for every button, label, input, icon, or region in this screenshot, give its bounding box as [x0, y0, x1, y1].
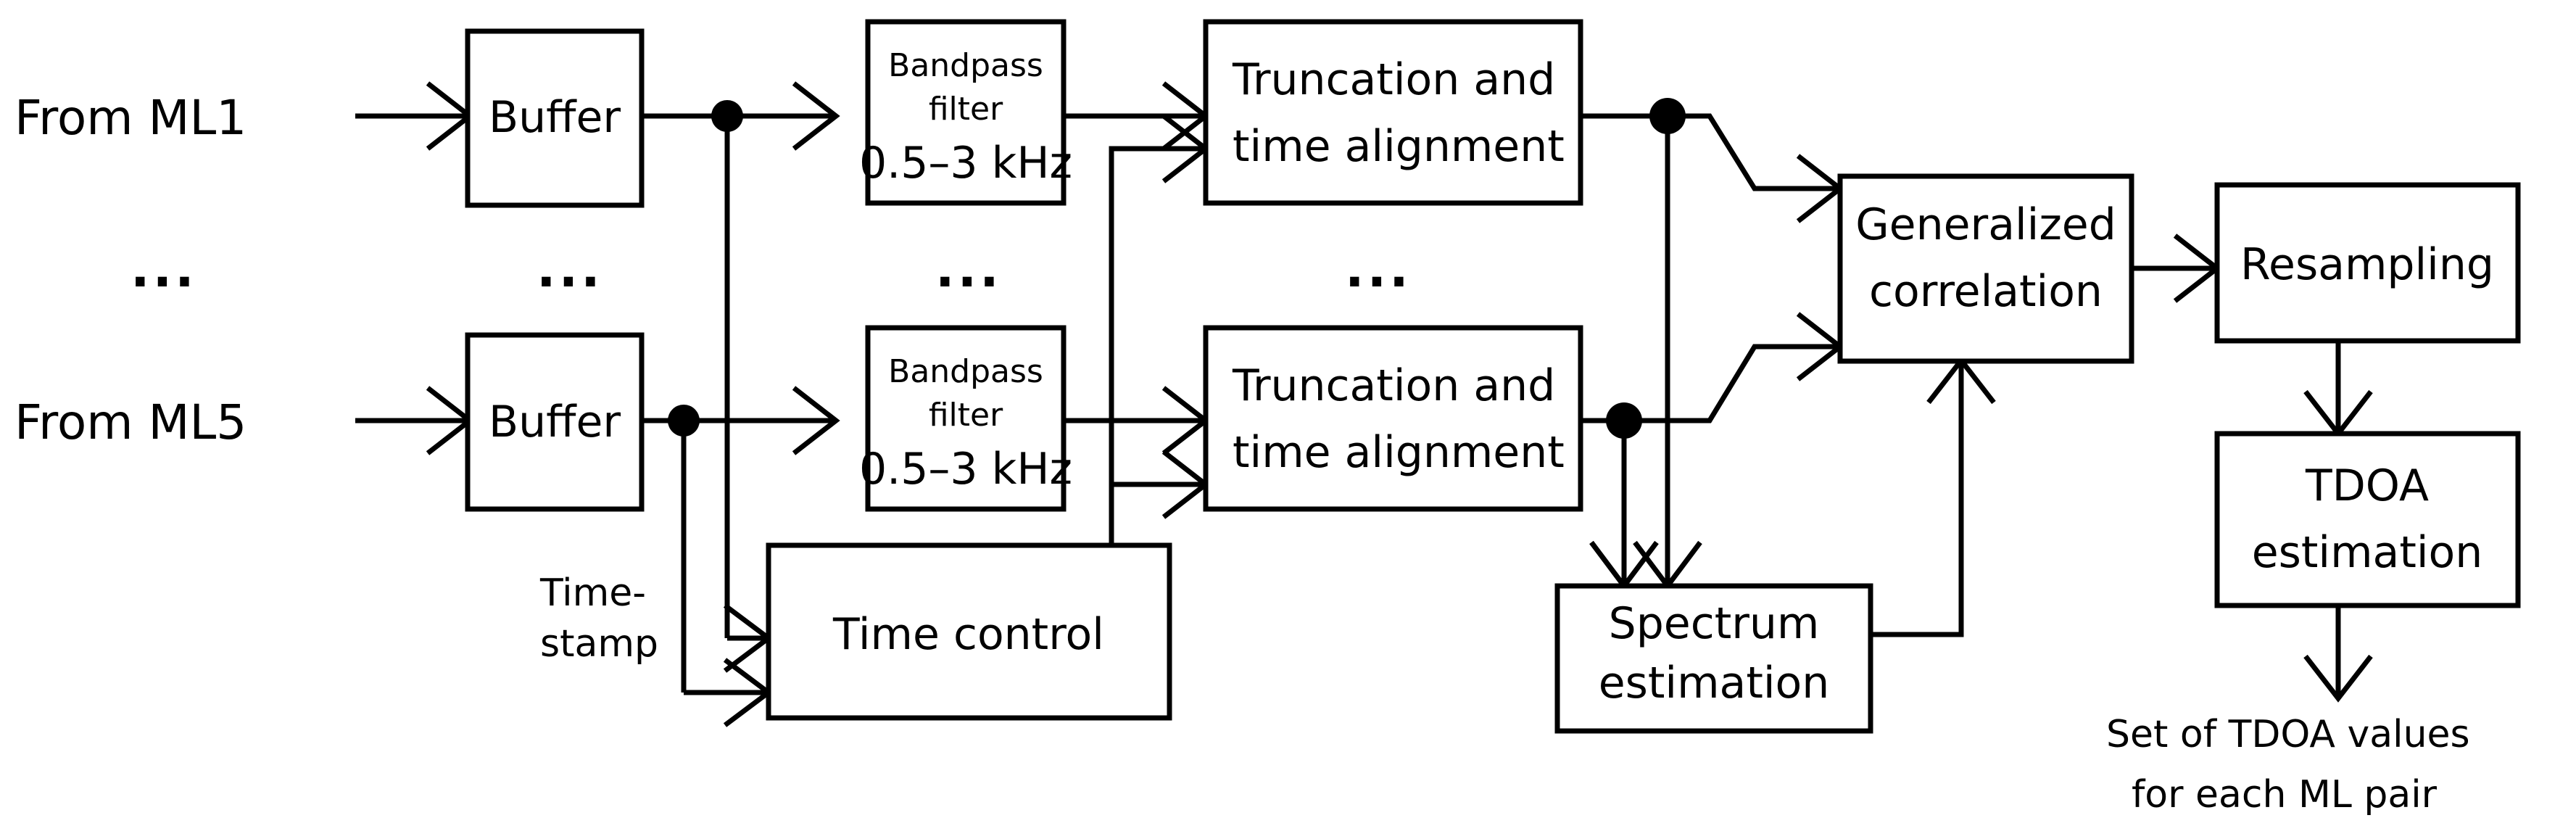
tdoa-line2: estimation [2252, 527, 2483, 578]
block-tdoa-estimation[interactable]: TDOA estimation [2214, 431, 2521, 608]
block-buffer-bottom[interactable]: Buffer [465, 332, 645, 512]
block-bandpass-filter-bottom[interactable]: Bandpass filter 0.5–3 kHz [859, 325, 1072, 512]
input-label-ml5: From ML5 [15, 394, 247, 450]
input-label-ml1: From ML1 [15, 90, 247, 146]
block-time-control[interactable]: Time control [766, 542, 1172, 721]
ellipsis-bandpass: ... [935, 239, 1002, 299]
wire-time-control-to-truncation [1109, 114, 1210, 545]
block-resampling[interactable]: Resampling [2214, 182, 2521, 344]
timestamp-label-line2: stamp [540, 622, 658, 666]
bandpass-bottom-line2: filter [929, 397, 1003, 434]
wire-correlation-to-resampling [2132, 233, 2221, 303]
ellipsis-inputs: ... [131, 239, 197, 299]
bandpass-top-line2: filter [929, 91, 1003, 128]
time-control-label: Time control [832, 609, 1104, 660]
bandpass-bottom-line1: Bandpass [888, 353, 1043, 390]
bandpass-top-line1: Bandpass [888, 47, 1043, 84]
block-truncation-time-alignment-top[interactable]: Truncation and time alignment [1203, 19, 1583, 206]
block-generalized-correlation[interactable]: Generalized correlation [1837, 173, 2134, 364]
ellipsis-truncation: ... [1345, 239, 1412, 299]
wire-ml5-to-buffer [355, 386, 474, 455]
wire-bandpass-top-to-truncation [1064, 81, 1210, 151]
spectrum-line2: estimation [1599, 658, 1830, 708]
block-bandpass-filter-top[interactable]: Bandpass filter 0.5–3 kHz [859, 19, 1072, 206]
spectrum-line1: Spectrum [1609, 598, 1820, 649]
wire-resampling-to-tdoa [2303, 341, 2373, 438]
timestamp-label-line1: Time- [539, 571, 646, 615]
block-truncation-time-alignment-bottom[interactable]: Truncation and time alignment [1203, 325, 1583, 512]
wire-truncation-bottom-to-correlation [1581, 312, 1844, 590]
ellipsis-buffers: ... [537, 239, 603, 299]
output-label-line2: for each ML pair [2132, 773, 2438, 817]
wire-tdoa-to-output [2303, 606, 2373, 703]
output-label-line1: Set of TDOA values [2106, 713, 2470, 756]
bandpass-bottom-line3: 0.5–3 kHz [859, 444, 1072, 495]
truncation-top-line1: Truncation and [1232, 54, 1555, 105]
block-spectrum-estimation[interactable]: Spectrum estimation [1554, 583, 1873, 734]
truncation-bottom-line1: Truncation and [1232, 360, 1555, 411]
wire-buffer-top-to-bandpass [642, 81, 840, 638]
wire-buffer-bottom-to-bandpass [642, 386, 840, 693]
tdoa-line1: TDOA [2305, 460, 2429, 511]
wire-spectrum-to-correlation [1871, 356, 1996, 637]
buffer-top-label: Buffer [489, 92, 621, 143]
block-buffer-top[interactable]: Buffer [465, 28, 645, 208]
resampling-label: Resampling [2240, 239, 2494, 290]
wire-ml1-to-buffer [355, 81, 474, 151]
correlation-line2: correlation [1869, 266, 2103, 317]
wire-truncation-top-to-correlation [1581, 98, 1844, 590]
bandpass-top-line3: 0.5–3 kHz [859, 138, 1072, 189]
correlation-line1: Generalized [1855, 199, 2116, 250]
buffer-bottom-label: Buffer [489, 397, 621, 447]
truncation-top-line2: time alignment [1233, 121, 1565, 172]
truncation-bottom-line2: time alignment [1233, 427, 1565, 478]
wire-bandpass-bottom-to-truncation [1064, 386, 1210, 455]
